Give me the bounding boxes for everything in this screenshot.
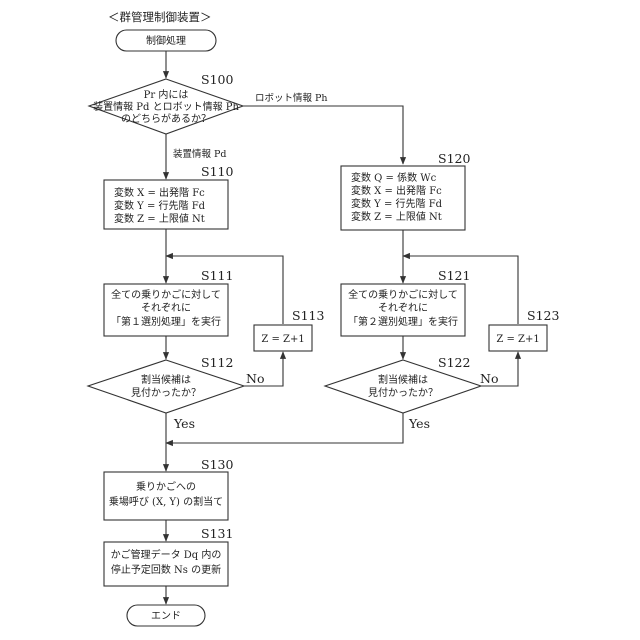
process-s121-line-2: それぞれに (378, 302, 428, 314)
end-terminal: エンド (127, 605, 205, 626)
process-s123-text: Z = Z+1 (496, 334, 539, 345)
decision-s100-line-2: 装置情報 Pd とロボット情報 Ph (93, 100, 239, 113)
edge-label-device-info: 装置情報 Pd (173, 148, 227, 160)
process-s121: S121 全ての乗りかごに対して それぞれに 「第２選別処理」を実行 (341, 268, 470, 336)
step-label-s130: S130 (201, 457, 233, 472)
decision-s112-line-2: 見付かったか？ (131, 386, 201, 399)
process-s120: S120 変数 Q = 係数 Wc 変数 X = 出発階 Fc 変数 Y = 行… (341, 151, 470, 230)
process-s130-line-1: 乗りかごへの (136, 480, 196, 493)
process-s113-text: Z = Z+1 (261, 334, 304, 345)
decision-s100-line-3: のどちらがあるか？ (121, 112, 211, 125)
process-s111: S111 全ての乗りかごに対して それぞれに 「第１選別処理」を実行 (104, 268, 233, 336)
yes-label-s122: Yes (408, 416, 430, 431)
process-s120-line-4: 変数 Z = 上限値 Nt (351, 210, 442, 223)
decision-s122-line-2: 見付かったか？ (368, 386, 438, 399)
process-s120-line-1: 変数 Q = 係数 Wc (351, 171, 437, 184)
process-s111-line-1: 全ての乗りかごに対して (111, 288, 221, 301)
process-s131-line-1: かご管理データ Dq 内の (111, 548, 222, 561)
process-s113: S113 Z = Z+1 (254, 308, 324, 351)
step-label-s111: S111 (201, 268, 233, 283)
process-s111-line-2: それぞれに (141, 302, 191, 314)
process-s121-line-3: 「第２選別処理」を実行 (348, 315, 458, 328)
step-label-s112: S112 (201, 355, 233, 370)
start-label: 制御処理 (146, 34, 186, 47)
process-s120-line-2: 変数 X = 出発階 Fc (351, 184, 442, 197)
process-s121-line-1: 全ての乗りかごに対して (348, 288, 458, 301)
step-label-s120: S120 (438, 151, 470, 166)
decision-s100: S100 Pr 内には 装置情報 Pd とロボット情報 Ph のどちらがあるか？ (89, 72, 243, 134)
end-label: エンド (151, 611, 181, 622)
process-s120-line-3: 変数 Y = 行先階 Fd (351, 197, 443, 210)
process-s131: S131 かご管理データ Dq 内の 停止予定回数 Ns の更新 (104, 526, 233, 586)
decision-s122: S122 割当候補は 見付かったか？ (325, 355, 481, 413)
step-label-s123: S123 (527, 308, 559, 323)
yes-label-s112: Yes (173, 416, 195, 431)
step-label-s100: S100 (201, 72, 233, 87)
step-label-s121: S121 (438, 268, 470, 283)
process-s110: S110 変数 X = 出発階 Fc 変数 Y = 行先階 Fd 変数 Z = … (104, 164, 233, 229)
process-s123: S123 Z = Z+1 (489, 308, 559, 351)
process-s110-line-3: 変数 Z = 上限値 Nt (114, 212, 205, 225)
decision-s100-line-1: Pr 内には (144, 88, 189, 101)
diagram-header: ＜群管理制御装置＞ (108, 10, 212, 24)
process-s111-line-3: 「第１選別処理」を実行 (111, 315, 221, 328)
edge-label-robot-info: ロボット情報 Ph (255, 92, 328, 104)
step-label-s131: S131 (201, 526, 233, 541)
process-s110-line-2: 変数 Y = 行先階 Fd (114, 199, 206, 212)
step-label-s122: S122 (438, 355, 470, 370)
process-s110-line-1: 変数 X = 出発階 Fc (114, 186, 205, 199)
decision-s112: S112 割当候補は 見付かったか？ (88, 355, 244, 413)
process-s131-line-2: 停止予定回数 Ns の更新 (111, 563, 221, 576)
decision-s122-line-1: 割当候補は (378, 373, 428, 386)
start-terminal: 制御処理 (116, 30, 216, 51)
step-label-s110: S110 (201, 164, 233, 179)
no-label-s122: No (480, 371, 498, 386)
process-s130-line-2: 乗場呼び (X, Y) の割当て (109, 495, 223, 508)
decision-s112-line-1: 割当候補は (141, 373, 191, 386)
no-label-s112: No (246, 371, 264, 386)
process-s130: S130 乗りかごへの 乗場呼び (X, Y) の割当て (104, 457, 233, 520)
step-label-s113: S113 (292, 308, 324, 323)
